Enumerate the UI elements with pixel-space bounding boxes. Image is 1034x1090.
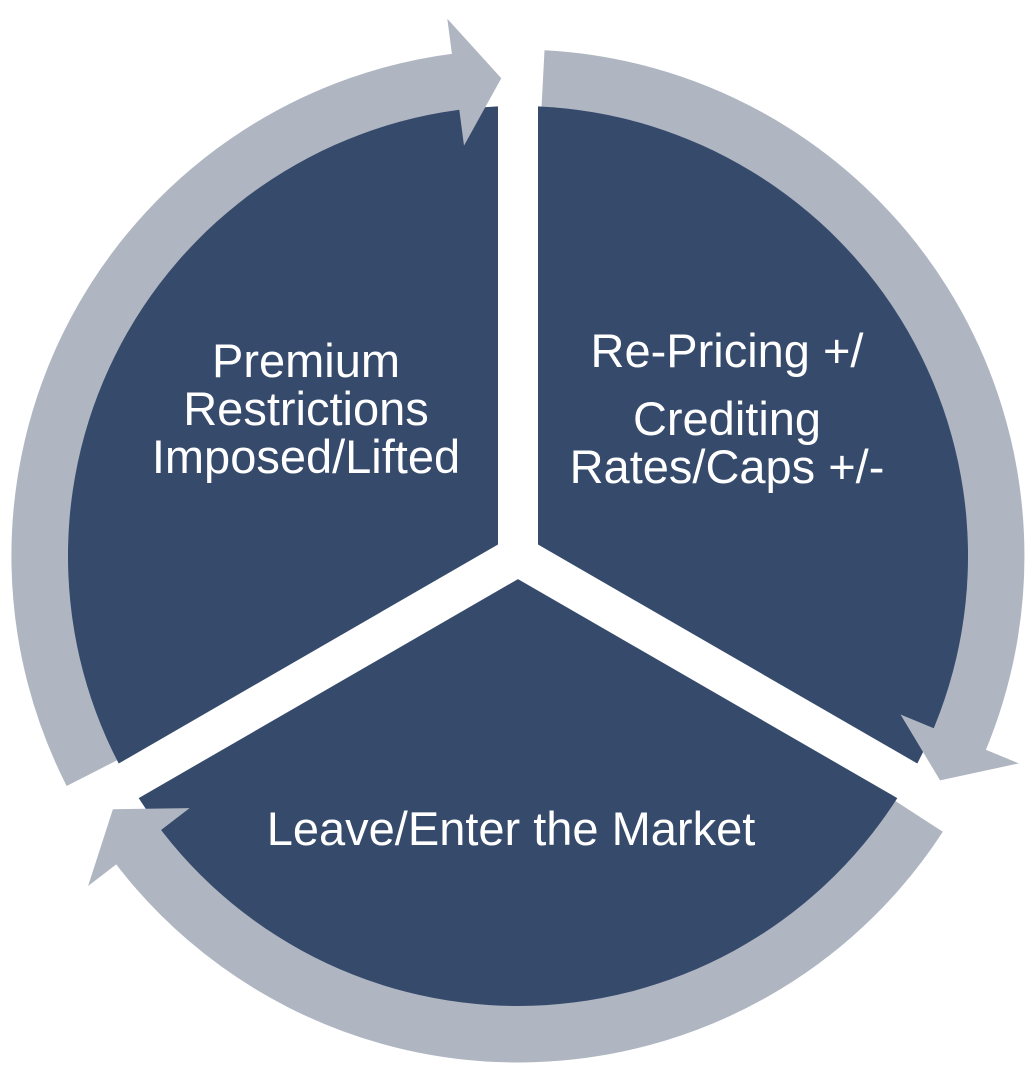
arrowhead-bottom-right-icon [900,714,1019,781]
label-paragraph: Re-Pricing +/ [570,327,885,375]
label-line: Leave/Enter the Market [266,802,756,855]
segment-label-leave-enter-market: Leave/Enter the Market [267,805,756,853]
ring-arc-top-left [11,53,464,786]
pie-segments [67,106,969,1006]
segment-upper-left [67,106,499,764]
label-line: Imposed/Lifted [151,430,461,483]
label-line: Rates/Caps +/- [569,440,885,493]
label-line: Re-Pricing +/ [590,324,864,377]
label-paragraph: Crediting Rates/Caps +/- [570,395,885,491]
arrowhead-bottom-left-icon [88,808,190,886]
arrowheads [88,18,1019,886]
label-line: Crediting [632,392,822,445]
label-line: Premium [211,334,401,387]
label-line: Restrictions [183,382,429,435]
segment-label-re-pricing: Re-Pricing +/ Crediting Rates/Caps +/- [570,327,885,491]
ring-arc-bottom [113,800,943,1063]
segment-bottom [138,579,898,1006]
segment-upper-right [538,106,969,764]
segment-label-premium-restrictions: Premium Restrictions Imposed/Lifted [152,337,460,481]
arrowhead-top-icon [447,18,502,146]
arrow-ring [11,50,1025,1063]
ring-arc-right [541,50,1025,754]
